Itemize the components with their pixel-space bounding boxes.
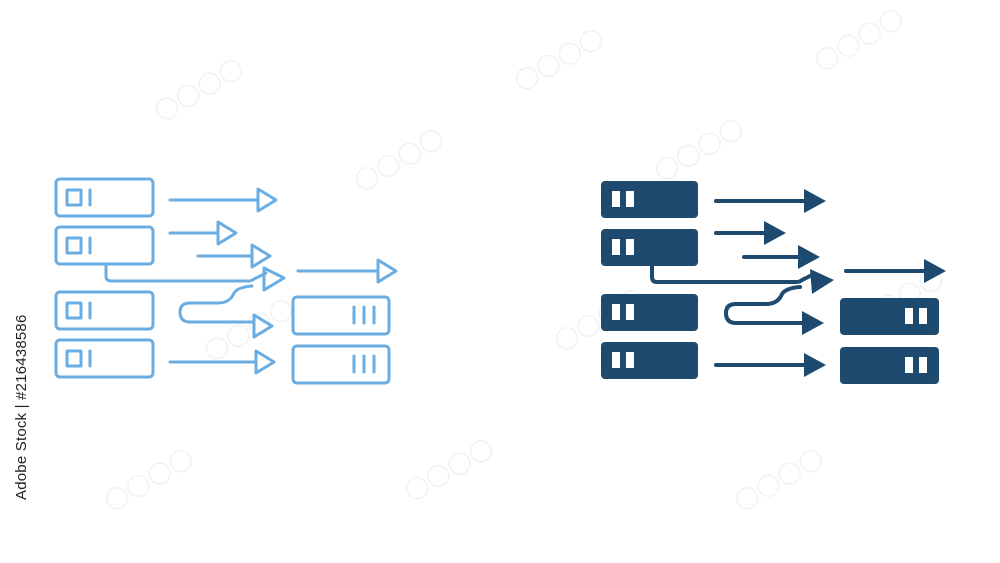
server-unit-icon <box>291 295 391 336</box>
server-unit-icon <box>840 298 939 335</box>
server-unit-icon <box>601 294 698 331</box>
server-unit-icon <box>54 290 155 331</box>
data-migration-outline-icon <box>54 177 398 385</box>
server-light-icon <box>65 349 83 368</box>
transfer-arrows-icon <box>650 189 946 377</box>
server-unit-icon <box>54 338 155 379</box>
server-unit-icon <box>601 342 698 379</box>
server-unit-icon <box>601 181 698 218</box>
data-migration-filled-icon <box>601 181 946 384</box>
stock-image-id: Adobe Stock | #216438586 <box>13 314 30 500</box>
server-unit-icon <box>840 347 939 384</box>
server-unit-icon <box>601 229 698 266</box>
server-unit-icon <box>54 177 155 218</box>
transfer-arrows-icon <box>104 187 398 375</box>
server-light-icon <box>65 188 83 207</box>
server-unit-icon <box>291 344 391 385</box>
server-light-icon <box>65 301 83 320</box>
server-unit-icon <box>54 225 155 266</box>
server-light-icon <box>65 236 83 255</box>
